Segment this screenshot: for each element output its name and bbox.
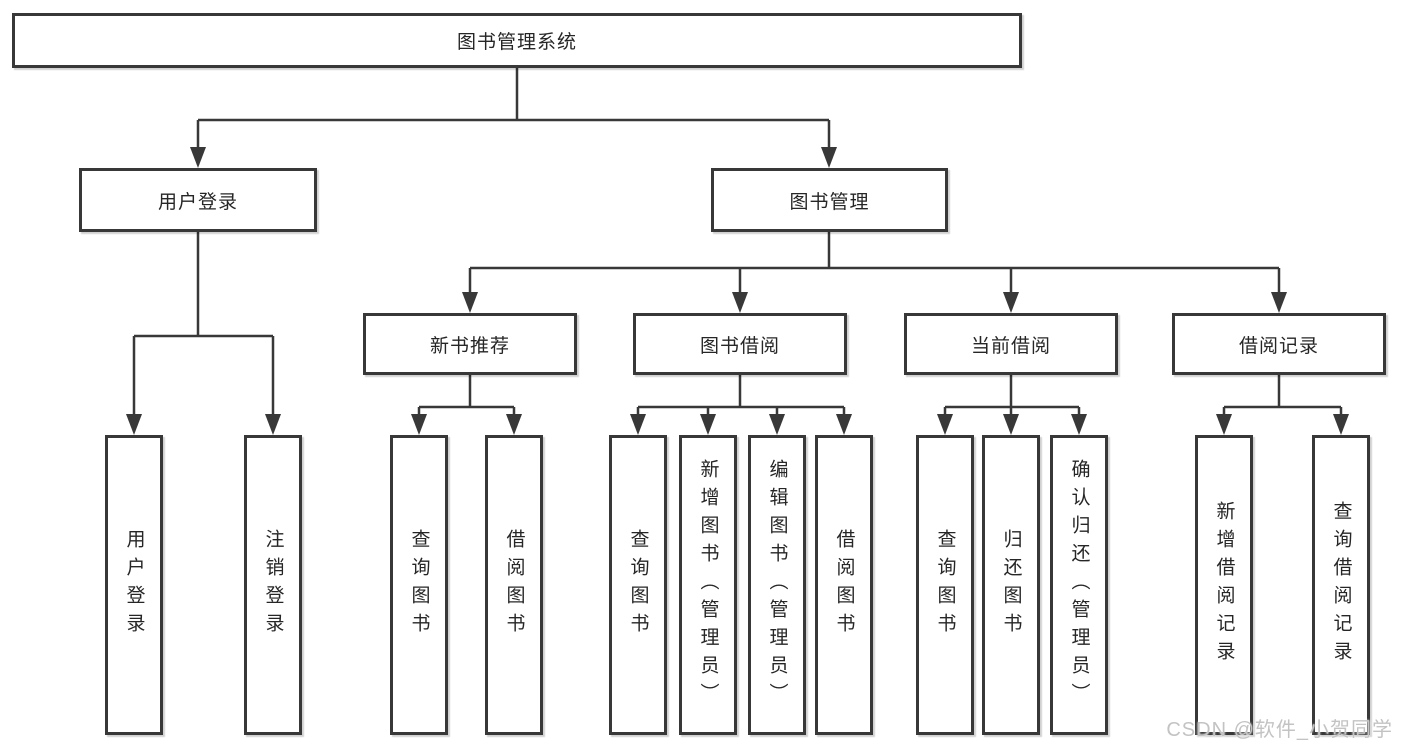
leaf-nbr-query-books: 查询图书 [390,435,448,735]
leaf-bb-add-books-admin-label: 新增图书（管理员） [697,459,719,711]
leaf-bb-query-books: 查询图书 [609,435,667,735]
leaf-logout: 注销登录 [244,435,302,735]
leaf-nbr-borrow-books: 借阅图书 [485,435,543,735]
leaf-cb-query-books-label: 查询图书 [934,529,956,641]
node-borrowing-records-label: 借阅记录 [1238,335,1319,357]
leaf-logout-label: 注销登录 [262,529,284,641]
node-root-label: 图书管理系统 [456,32,577,53]
leaf-bb-query-books-label: 查询图书 [627,529,649,641]
leaf-user-login: 用户登录 [105,435,163,735]
leaf-bb-add-books-admin: 新增图书（管理员） [679,435,737,735]
leaf-nbr-borrow-books-label: 借阅图书 [503,529,525,641]
leaf-bb-borrow-books: 借阅图书 [815,435,873,735]
arrowheads [126,147,1349,435]
leaf-cb-return-books: 归还图书 [982,435,1040,735]
node-book-borrowing-label: 图书借阅 [699,335,780,357]
node-current-borrowing-label: 当前借阅 [970,335,1051,357]
leaf-bb-edit-books-admin: 编辑图书（管理员） [748,435,806,735]
node-book-management-label: 图书管理 [789,191,870,213]
node-user-login-label: 用户登录 [157,191,238,213]
leaf-cb-return-books-label: 归还图书 [1000,529,1022,641]
leaf-bb-borrow-books-label: 借阅图书 [833,529,855,641]
leaf-bb-edit-books-admin-label: 编辑图书（管理员） [766,459,788,711]
connector-path [132,68,1343,416]
leaf-cb-query-books: 查询图书 [916,435,974,735]
leaf-nbr-query-books-label: 查询图书 [408,529,430,641]
node-user-login: 用户登录 [79,168,317,232]
node-new-book-recommend: 新书推荐 [363,313,577,375]
node-new-book-recommend-label: 新书推荐 [429,335,510,357]
leaf-cb-confirm-return-admin: 确认归还（管理员） [1050,435,1108,735]
leaf-br-query-record-label: 查询借阅记录 [1330,501,1352,669]
leaf-br-query-record: 查询借阅记录 [1312,435,1370,735]
leaf-br-add-record-label: 新增借阅记录 [1213,501,1235,669]
leaf-cb-confirm-return-admin-label: 确认归还（管理员） [1068,459,1090,711]
csdn-watermark: CSDN @软件_小贺同学 [1166,719,1393,741]
node-current-borrowing: 当前借阅 [904,313,1118,375]
leaf-user-login-label: 用户登录 [123,529,145,641]
node-book-borrowing: 图书借阅 [633,313,847,375]
leaf-br-add-record: 新增借阅记录 [1195,435,1253,735]
node-borrowing-records: 借阅记录 [1172,313,1386,375]
node-root: 图书管理系统 [12,13,1022,68]
node-book-management: 图书管理 [711,168,948,232]
